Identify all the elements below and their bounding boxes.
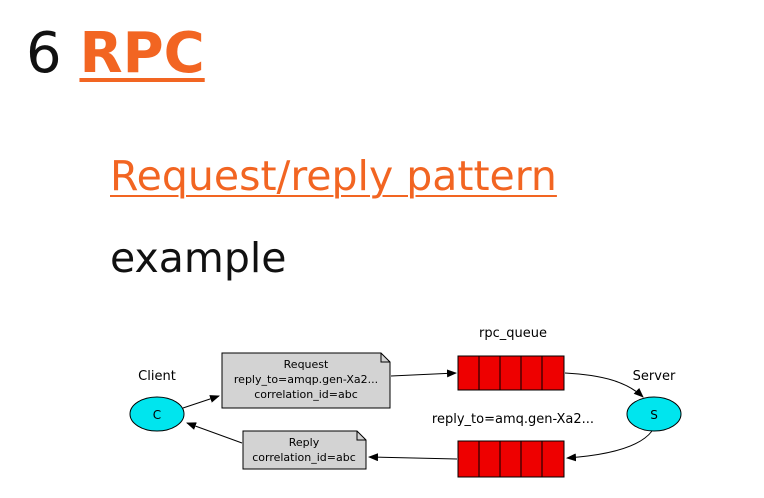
reply-note-fold bbox=[356, 431, 366, 441]
reply-queue bbox=[457, 440, 565, 478]
rpc-queue-label: rpc_queue bbox=[479, 326, 547, 341]
request-note-title: Request bbox=[284, 358, 329, 371]
server-node bbox=[626, 396, 682, 432]
rpc-title-link[interactable]: RPC bbox=[79, 21, 205, 86]
rpc-queue bbox=[457, 355, 565, 391]
client-label: Client bbox=[138, 369, 176, 384]
reply-note-title: Reply bbox=[289, 436, 320, 449]
server-node-letter: S bbox=[650, 408, 658, 422]
arrow-reply-note-to-client bbox=[186, 422, 243, 444]
reply-queue-label: reply_to=amq.gen-Xa2... bbox=[432, 412, 594, 427]
reply-note-correlation-id: correlation_id=abc bbox=[252, 451, 356, 464]
arrow-reply-queue-to-reply-note bbox=[368, 453, 458, 462]
arrow-server-to-reply-queue bbox=[566, 430, 653, 462]
client-node-letter: C bbox=[153, 408, 161, 422]
server-label: Server bbox=[633, 369, 676, 384]
request-note-correlation-id: correlation_id=abc bbox=[254, 388, 358, 401]
arrow-request-to-rpc-queue bbox=[390, 369, 457, 378]
request-note bbox=[221, 352, 391, 409]
arrow-rpc-queue-to-server bbox=[564, 372, 644, 398]
request-reply-pattern-link[interactable]: Request/reply pattern bbox=[110, 152, 557, 200]
client-node bbox=[129, 396, 185, 432]
example-text: example bbox=[110, 234, 287, 282]
reply-note bbox=[242, 430, 367, 470]
request-note-fold bbox=[380, 353, 390, 363]
slide-heading: 6 RPC bbox=[26, 22, 205, 86]
slide-number: 6 bbox=[26, 21, 62, 86]
arrow-client-to-request bbox=[182, 395, 220, 409]
request-note-reply-to: reply_to=amqp.gen-Xa2... bbox=[234, 373, 378, 386]
